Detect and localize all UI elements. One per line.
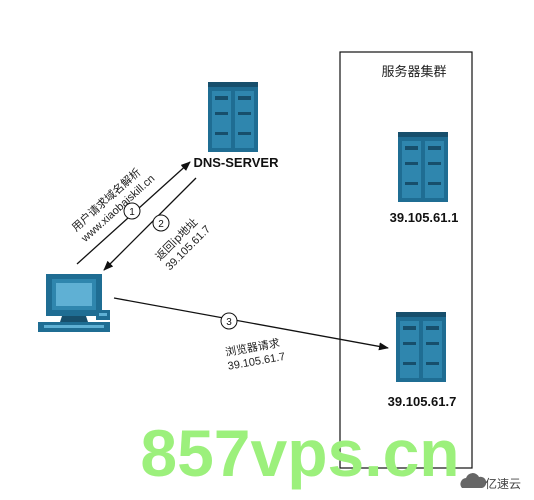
step-3-number: 3	[226, 317, 232, 328]
cloud-logo-icon	[460, 473, 487, 488]
server-icon	[398, 132, 448, 202]
server-1-ip: 39.105.61.1	[390, 210, 459, 225]
step-2-number: 2	[158, 219, 164, 230]
arrow-browser-request	[113, 297, 389, 351]
server-icon	[396, 312, 446, 382]
watermark-text: 857vps.cn	[140, 416, 459, 490]
step-3-label: 浏览器请求 39.105.61.7	[224, 336, 286, 373]
dns-server-label: DNS-SERVER	[193, 155, 279, 170]
arrow-return-ip	[103, 177, 197, 271]
dns-server-icon	[208, 82, 258, 152]
cluster-title: 服务器集群	[381, 64, 446, 80]
step-1-number: 1	[129, 207, 135, 218]
step-3-badge: 3	[220, 312, 238, 330]
step-2-badge: 2	[152, 214, 170, 232]
step-1-badge: 1	[123, 202, 141, 220]
server-cluster-box	[339, 51, 473, 469]
computer-icon	[38, 274, 110, 332]
brand-text: 亿速云	[485, 476, 521, 491]
server-2-ip: 39.105.61.7	[388, 394, 457, 409]
